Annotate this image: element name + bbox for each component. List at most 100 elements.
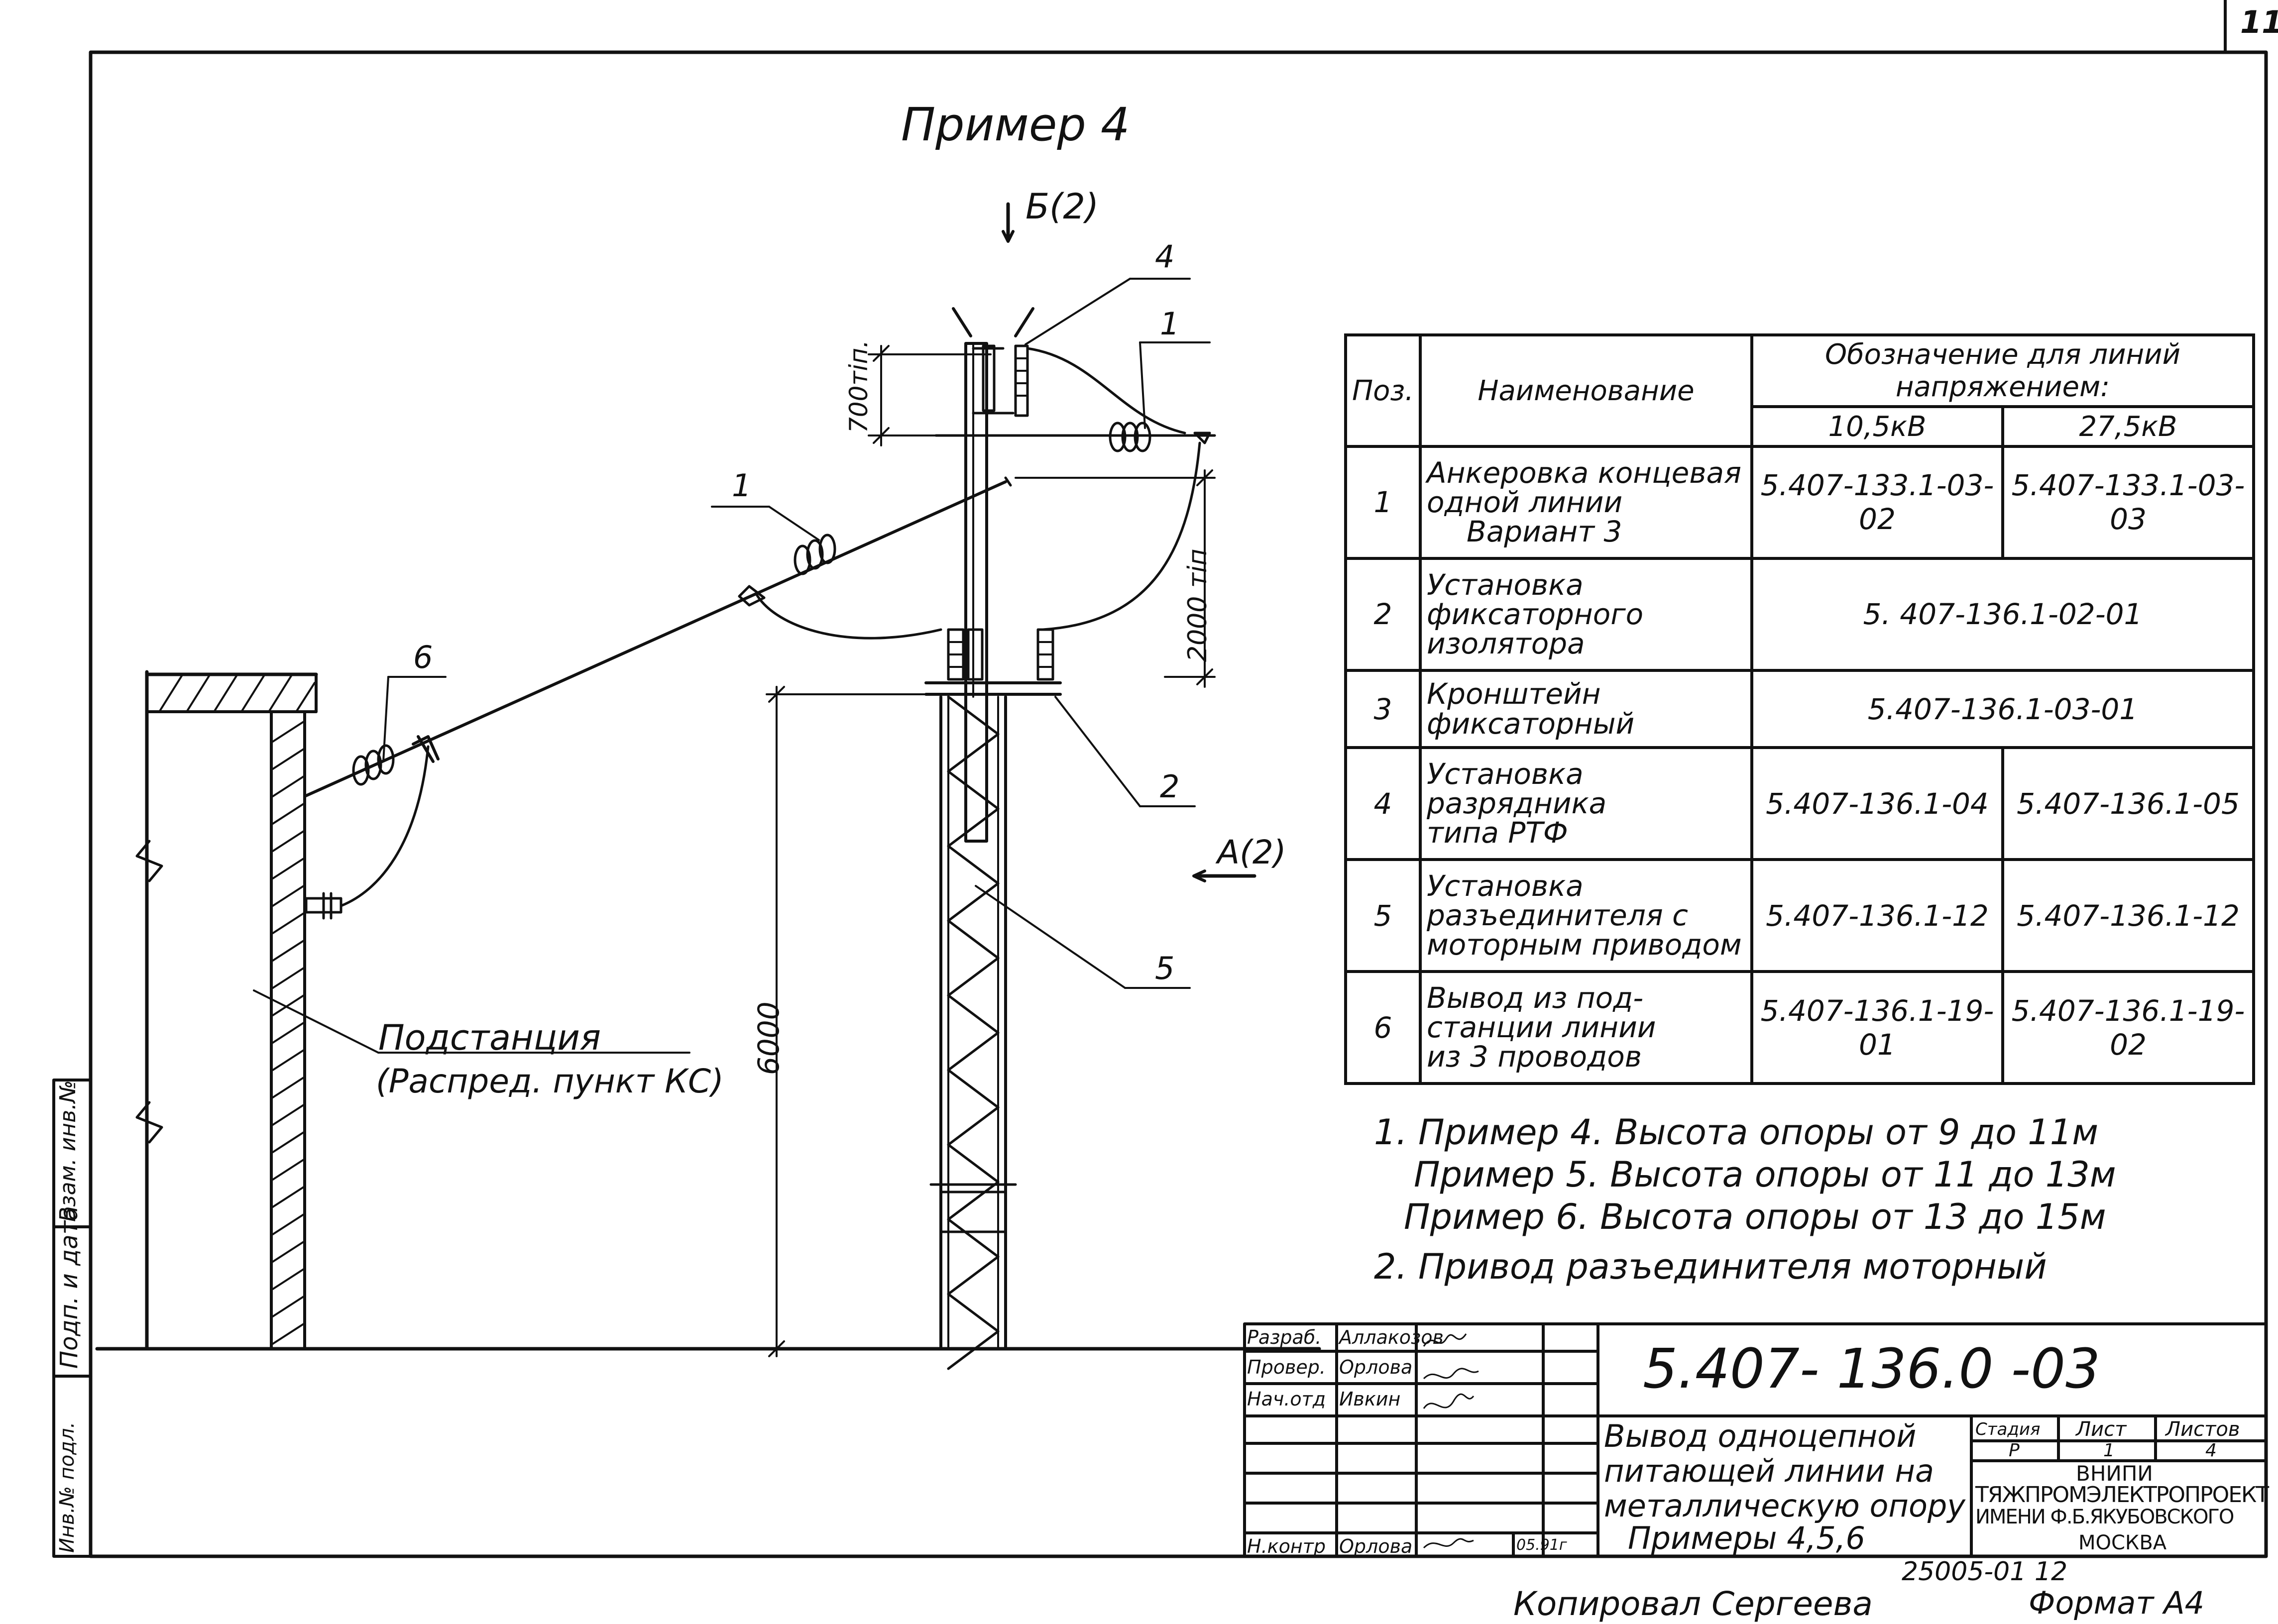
- wall-hatch-line: [272, 775, 305, 797]
- lattice-brace: [947, 695, 1000, 736]
- anchor-insulator-1: [1109, 422, 1211, 452]
- callout-1-wire: 1: [732, 467, 752, 504]
- role-head: Нач.отд: [1247, 1388, 1326, 1410]
- stage-label: Стадия: [1975, 1419, 2041, 1439]
- wall-insulators: [305, 745, 430, 920]
- sheet-value: 1: [2103, 1440, 2115, 1461]
- stamp-sign-date: Подп. и дата: [55, 1206, 83, 1369]
- callout-1-top: 1: [1160, 306, 1180, 342]
- callout-leaders: [382, 278, 1211, 989]
- sheet-label: Лист: [2076, 1418, 2127, 1441]
- sign-date: 05.91г: [1516, 1536, 1567, 1554]
- wall-hatch-line: [272, 994, 305, 1016]
- pole-lattice: [947, 695, 1000, 1370]
- paper-format: Формат А4: [2029, 1585, 2205, 1621]
- signatures: [1423, 1333, 1479, 1549]
- dim-2000: 2000 тіп: [1183, 548, 1213, 662]
- lattice-brace: [947, 994, 1000, 1034]
- lattice-brace: [947, 1293, 1000, 1333]
- lattice-brace: [947, 1330, 1000, 1370]
- name-head: Ивкин: [1339, 1388, 1401, 1410]
- lattice-brace: [947, 1143, 1000, 1184]
- sheet-frame: [89, 50, 2268, 1558]
- archive-number: 25005-01 12: [1902, 1557, 2068, 1587]
- wall-hatch-line: [272, 721, 305, 743]
- arrester-4: [952, 307, 1034, 417]
- copied-by: Копировал Сергеева: [1513, 1585, 1873, 1623]
- header-pos: Поз.: [1344, 333, 1422, 448]
- substation-wall: [145, 670, 318, 1351]
- dimensions: [766, 345, 1216, 1357]
- feeder-wire: [303, 480, 1007, 798]
- wall-hatch-line: [272, 1104, 305, 1126]
- note-1b: Пример 5. Высота опоры от 11 до 13м: [1414, 1154, 2116, 1195]
- wall-hatch-line: [272, 885, 305, 907]
- header-designation: Обозначение для линий напряжением:: [1750, 333, 2256, 408]
- wall-hatch-line: [272, 1022, 305, 1044]
- lattice-brace: [947, 882, 1000, 922]
- roof-hatch: [158, 675, 316, 713]
- description-line-3: металлическую опору: [1604, 1488, 1965, 1524]
- drawing-title: Пример 4: [901, 98, 1130, 151]
- wall-hatch-line: [272, 1159, 305, 1181]
- lattice-brace: [947, 770, 1000, 810]
- role-checker: Провер.: [1247, 1356, 1326, 1378]
- lattice-brace: [947, 845, 1000, 885]
- side-stamp-frame: [52, 1079, 92, 1558]
- stamp-replace-inv: Взам. инв.№: [55, 1080, 81, 1222]
- wall-hatch-line: [272, 748, 305, 770]
- note-1: 1. Пример 4. Высота опоры от 9 до 11м: [1374, 1112, 2099, 1153]
- sheets-value: 4: [2205, 1440, 2217, 1461]
- role-developer: Разраб.: [1247, 1326, 1322, 1348]
- disconnector-5: [924, 628, 1062, 696]
- wall-hatch-line: [272, 1241, 305, 1263]
- note-2: 2. Привод разъединителя моторный: [1374, 1246, 2047, 1287]
- org-line-1: ВНИПИ: [2076, 1461, 2153, 1486]
- lattice-brace: [947, 1031, 1000, 1072]
- callout-5: 5: [1155, 950, 1175, 986]
- view-b-label: Б(2): [1025, 186, 1099, 227]
- substation-label: Подстанция: [378, 1017, 601, 1058]
- doc-number: 5.407- 136.0 -03: [1643, 1337, 2101, 1401]
- dim-700: 700тіп.: [844, 339, 873, 433]
- description-line-4: Примеры 4,5,6: [1628, 1520, 1865, 1556]
- lattice-brace: [947, 1181, 1000, 1221]
- name-checker: Орлова: [1339, 1356, 1413, 1378]
- header-10kv: 10,5кВ: [1750, 405, 2004, 448]
- stamp-inv-original: Инв.№ подл.: [56, 1421, 79, 1553]
- page-number: 11: [2240, 4, 2278, 40]
- wall-hatch-line: [272, 858, 305, 879]
- motor-drive: [939, 1191, 1007, 1233]
- substation-sublabel: (Распред. пункт КС): [376, 1062, 724, 1100]
- wall-hatch-line: [272, 830, 305, 852]
- note-1c: Пример 6. Высота опоры от 13 до 15м: [1404, 1196, 2106, 1237]
- lattice-brace: [947, 1255, 1000, 1296]
- wall-hatch-line: [272, 1213, 305, 1235]
- insulator-string-6: [352, 735, 440, 786]
- callout-4: 4: [1155, 238, 1175, 275]
- description-line-1: Вывод одноцепной: [1604, 1418, 1917, 1454]
- lattice-brace: [947, 1106, 1000, 1146]
- wall-hatch-line: [272, 1296, 305, 1317]
- metal-pole: [939, 342, 1007, 1350]
- insulator-string-1: [738, 534, 836, 607]
- lattice-brace: [947, 807, 1000, 848]
- wall-hatch: [272, 721, 305, 1345]
- lattice-brace: [947, 957, 1000, 997]
- lattice-brace: [947, 1069, 1000, 1109]
- wall-hatch-line: [272, 967, 305, 989]
- header-name: Наименование: [1418, 333, 1753, 448]
- stage-value: Р: [2009, 1440, 2020, 1461]
- callout-2: 2: [1160, 768, 1180, 805]
- callout-6: 6: [413, 639, 433, 675]
- org-line-3: ИМЕНИ Ф.Б.ЯКУБОВСКОГО: [1975, 1506, 2234, 1528]
- wall-hatch-line: [272, 1077, 305, 1098]
- dim-6000: 6000: [752, 1001, 786, 1075]
- wall-hatch-line: [272, 1323, 305, 1345]
